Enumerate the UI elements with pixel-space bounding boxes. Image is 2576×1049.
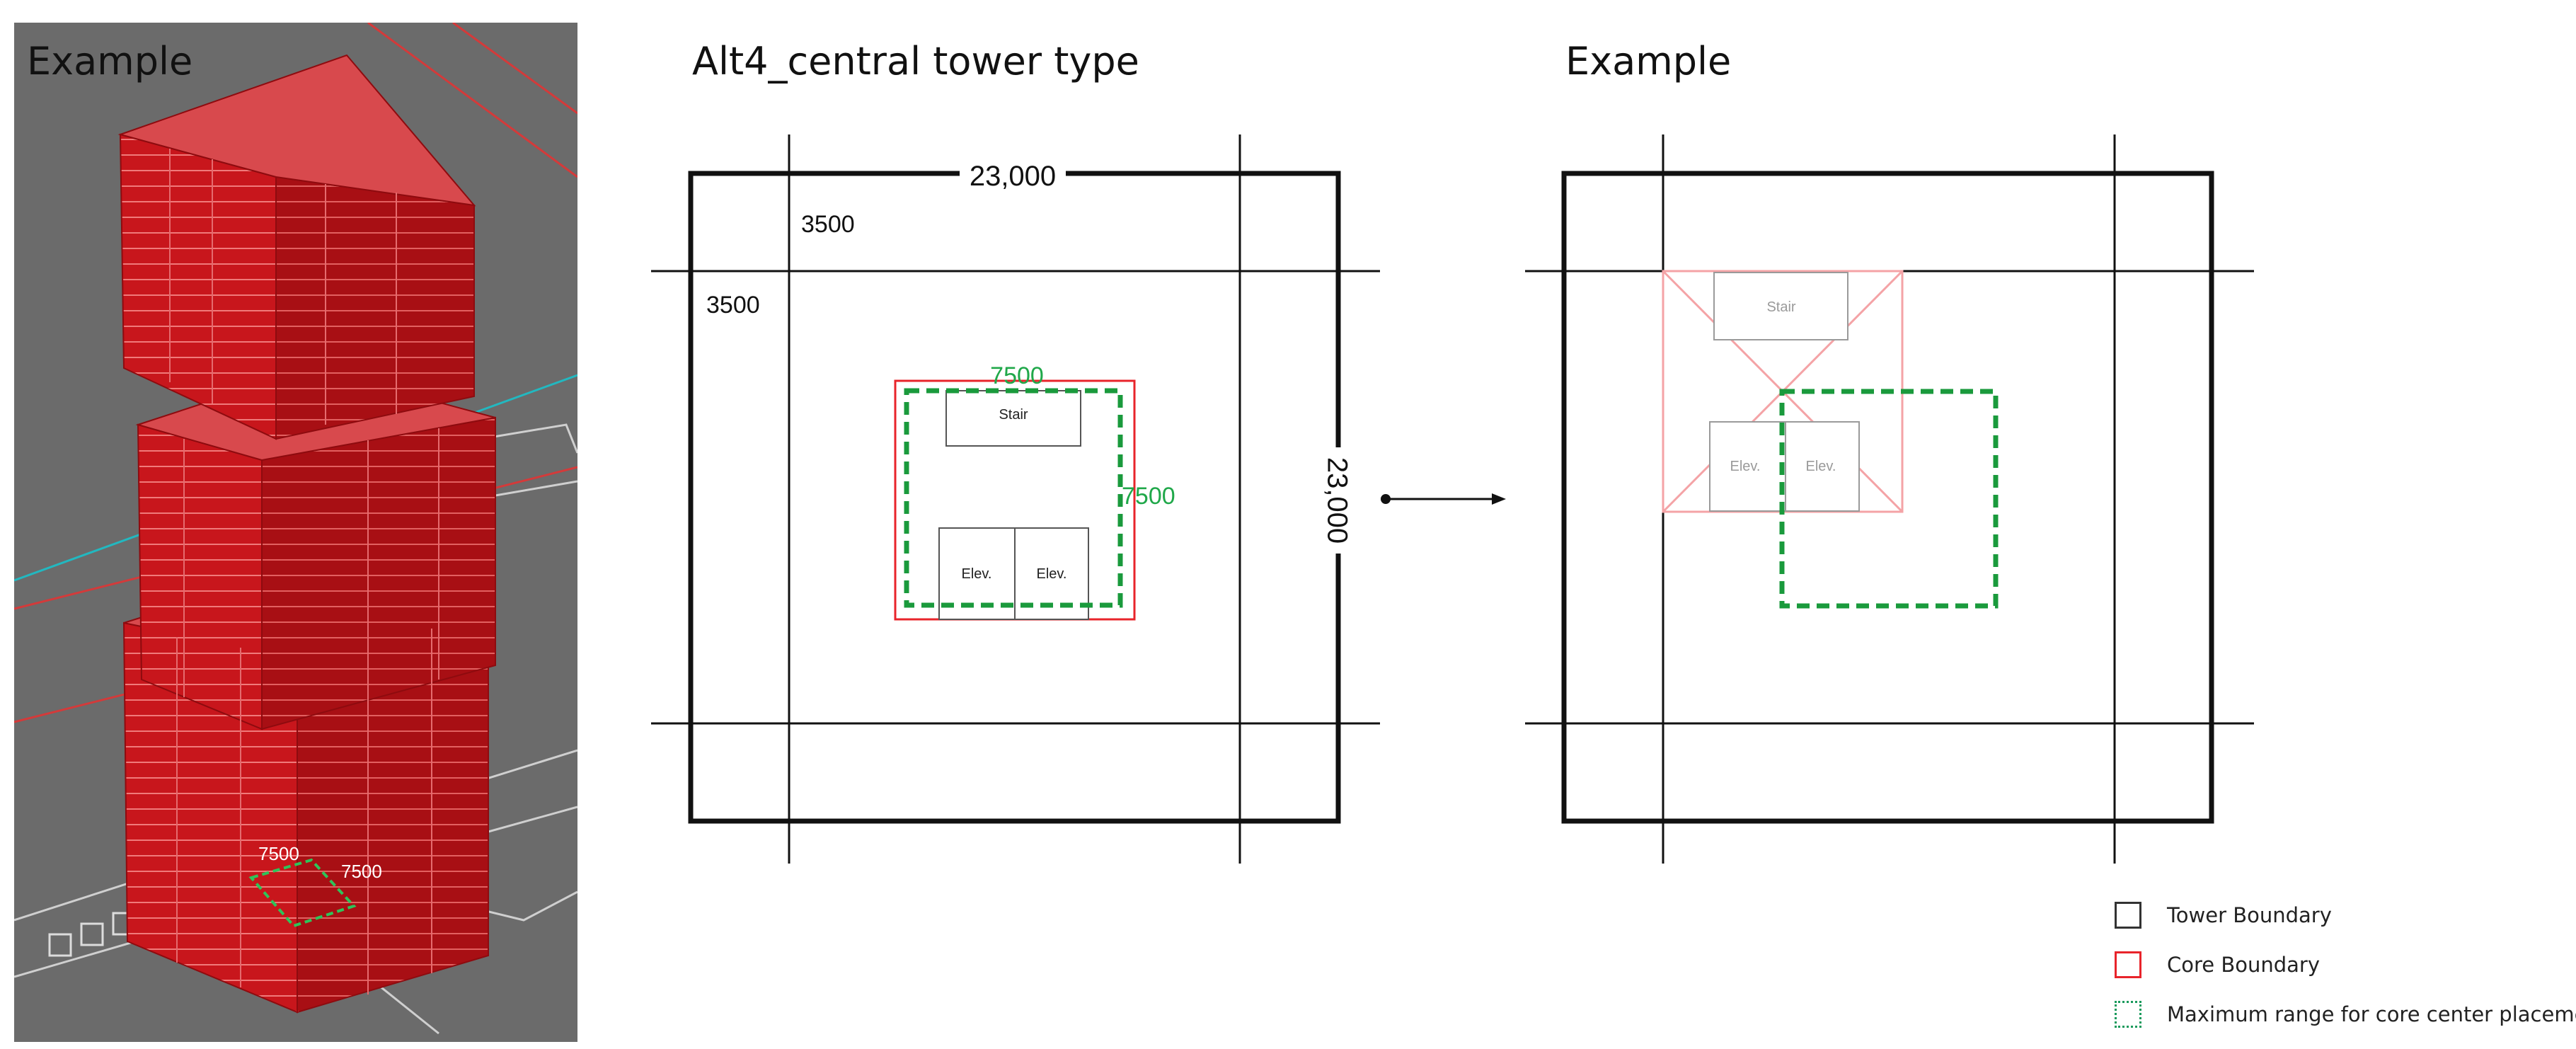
range-width-label: 7500	[990, 362, 1044, 389]
offset-left-label: 3500	[706, 292, 760, 319]
grid-lines	[651, 134, 1380, 864]
transition-arrow	[1381, 493, 1506, 505]
stair-room	[945, 390, 1081, 447]
legend-range: Maximum range for core center placement	[2115, 1001, 2576, 1028]
elevator-label-2: Elev.	[1037, 566, 1067, 582]
example-elevator-label-2: Elev.	[1806, 459, 1836, 474]
example-elevator-room-1	[1709, 421, 1786, 512]
height-dim-bg	[1318, 447, 1359, 554]
core-center-range	[904, 388, 1123, 608]
legend-tower-swatch	[2115, 902, 2141, 929]
range-height-label: 7500	[1122, 483, 1175, 510]
render-panel	[14, 23, 577, 1042]
legend-tower: Tower Boundary	[2115, 902, 2332, 929]
legend-range-label: Maximum range for core center placement	[2167, 1002, 2576, 1026]
render-core-range	[248, 858, 357, 928]
legend-core-label: Core Boundary	[2167, 953, 2320, 977]
example-panel-title: Example	[1565, 39, 1732, 84]
example-stair-room	[1713, 272, 1848, 340]
stair-label: Stair	[999, 407, 1028, 423]
offset-top-label: 3500	[801, 211, 855, 238]
width-dimension: 23,000	[970, 161, 1056, 192]
example-stair-label: Stair	[1766, 299, 1795, 315]
render-panel-title: Example	[27, 39, 193, 84]
width-dim-bg	[960, 157, 1066, 191]
plan-panel-title: Alt4_central tower type	[692, 39, 1139, 84]
example-tower-boundary	[1561, 171, 2214, 824]
legend-tower-label: Tower Boundary	[2167, 903, 2332, 927]
tower-massing	[117, 54, 496, 1014]
render-dim-b: 7500	[341, 861, 382, 882]
example-elevator-label-1: Elev.	[1730, 459, 1761, 474]
example-elevator-room-2	[1785, 421, 1860, 512]
example-core-center-range	[1779, 389, 1999, 609]
legend-core-swatch	[2115, 951, 2141, 978]
legend-range-swatch	[2115, 1001, 2141, 1028]
render-dim-a: 7500	[258, 843, 299, 864]
example-plan: Stair Elev. Elev.	[1525, 134, 2254, 864]
center-plan: 23,000 23,000 3500 3500 7500 7500 Stair …	[651, 134, 1380, 864]
height-dimension: 23,000	[1321, 457, 1352, 544]
legend-core: Core Boundary	[2115, 951, 2320, 978]
facade-lines	[169, 149, 439, 994]
elevator-label-1: Elev.	[962, 566, 992, 582]
